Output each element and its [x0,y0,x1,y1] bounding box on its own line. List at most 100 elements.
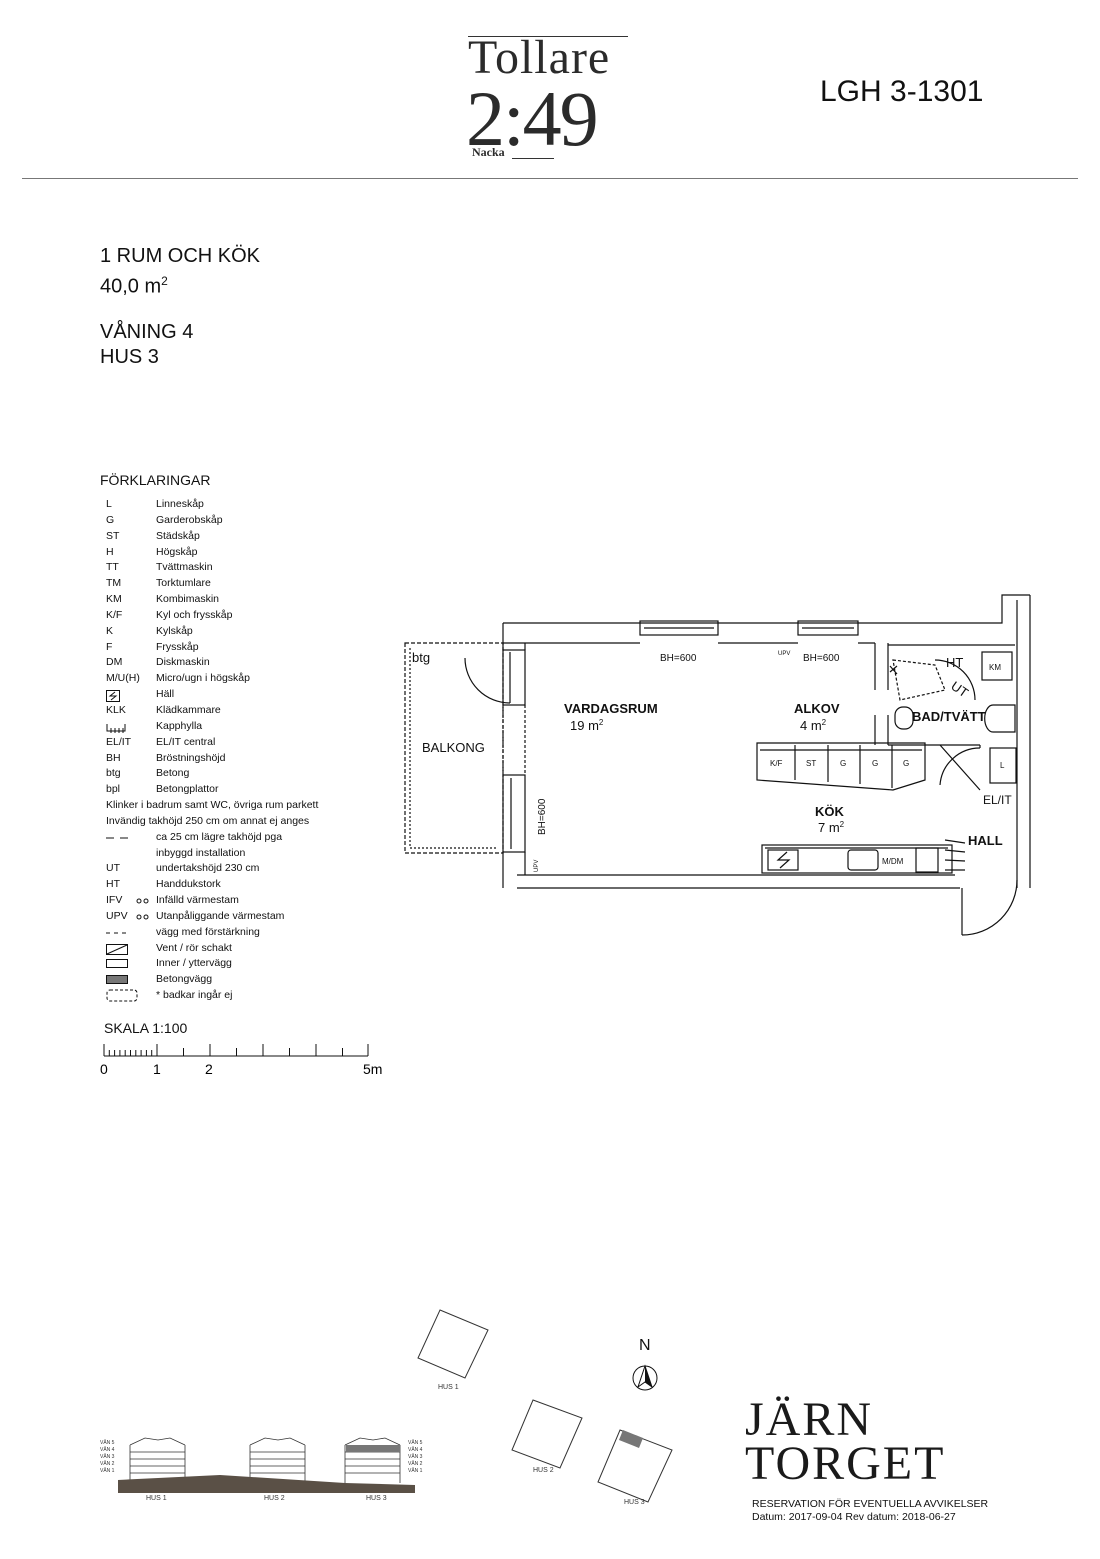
label-g-1: G [840,759,846,768]
brand-line-2: TORGET [745,1437,946,1490]
sink [847,849,879,871]
section-elevation [129,1437,401,1483]
legend-label: Högskåp [156,545,198,558]
floor-label: VÅN 5 [408,1439,423,1446]
legend-label: Vent / rör schakt [156,941,232,954]
logo-line-2: 2:49 [466,75,599,162]
label-upv-1: UPV [778,651,790,657]
brand-line-1: JÄRN [745,1393,874,1446]
legend-label: Garderobskåp [156,513,223,526]
legend-label: Linneskåp [156,498,204,510]
logo-line-1: Tollare [468,31,611,84]
legend-key: K/F [106,608,123,621]
legend-label: vägg med förstärkning [156,925,260,938]
legend-label: Utanpåliggande värmestam [156,909,285,922]
room-balcony: BALKONG [422,740,485,755]
legend-key: TM [106,577,122,590]
washbasin [984,704,1016,733]
label-km: KM [989,663,1001,672]
section-label-hus-2: HUS 2 [264,1495,285,1502]
heat-riser-icon [136,898,149,904]
legend-label: ca 25 cm lägre takhöjd pga [156,830,283,843]
label-ut: UT [948,678,971,700]
legend-key: btg [106,767,121,780]
legend-key: bpl [106,783,121,796]
label-st: ST [806,759,816,768]
bathtub-icon [106,989,138,1002]
legend-key: L [106,498,112,510]
floor-label: VÅN 2 [408,1460,423,1467]
linen-cabinet [989,747,1017,784]
floor-label: VÅNING 4 [100,321,194,343]
entrance-door-swing [961,879,1018,936]
legend-label: * badkar ingår ej [156,989,233,1002]
balcony-door-frame [502,649,526,706]
legend-label: Klädkammare [156,703,221,716]
project-logo: Tollare 2:49 Nacka [466,30,638,165]
west-window [502,774,526,853]
legend-label: undertakshöjd 230 cm [156,862,260,875]
room-alcove-area: 4 m2 [800,718,827,733]
coat-rack-icon [106,723,126,733]
site-label-hus-2: HUS 2 [533,1467,554,1474]
north-arrow-fill [645,1366,652,1387]
legend-key: M/U(H) [106,672,140,685]
scale-ticks [103,1044,369,1056]
legend-key: H [106,545,114,558]
section-hus-2 [249,1437,306,1482]
inner-wall-icon [106,959,128,969]
scale-label-0: 0 [100,1061,108,1077]
legend-note-ceiling: Invändig takhöjd 250 cm om annat ej ange… [106,814,310,827]
heat-riser-icon [136,914,149,920]
balcony-outline [404,642,504,854]
legend-label: Torktumlare [156,577,211,590]
building-hus-1 [417,1309,489,1379]
vent-shaft-icon [106,943,128,955]
area-unit-sup: 2 [599,718,604,727]
bath-door-swing [939,744,981,791]
kitchen-counter [761,844,953,874]
legend-label: Betongplattor [156,783,219,796]
legend-key: F [106,640,113,653]
legend-label: Micro/ugn i högskåp [156,672,250,685]
west-wall-bottom [502,852,526,888]
area-unit-sup: 2 [822,718,827,727]
site-plan: HUS 1 HUS 2 HUS 3 VÅN 5 VÅN 4 VÅN 3 VÅN … [100,1309,673,1506]
terrain [118,1475,415,1493]
legend-label: inbyggd installation [156,846,246,859]
legend-key: HT [106,878,120,891]
legend-label: EL/IT central [156,735,216,748]
scale-label-1: 1 [153,1061,161,1077]
room-living: VARDAGSRUM [564,701,658,716]
kitchen-area-value: 7 m [818,820,840,835]
floor-label: VÅN 3 [100,1453,115,1460]
label-g-3: G [903,759,909,768]
hob-icon [106,690,120,703]
legend-key: G [106,513,115,526]
label-bh-2: BH=600 [803,653,840,664]
scale-title: SKALA 1:100 [104,1020,188,1036]
fridge-column [915,847,939,873]
legend-label: Inner / yttervägg [156,957,232,970]
label-bh-3: BH=600 [537,798,548,835]
legend-label: Infälld värmestam [156,894,239,907]
legend-label: Frysskåp [156,640,199,653]
label-g-2: G [872,759,878,768]
room-kitchen-area: 7 m2 [818,820,845,835]
concrete-wall-icon [106,975,128,985]
header-divider [22,178,1078,179]
legend-key: KM [106,593,122,606]
legend-key: UT [106,862,120,875]
floor-plan: btg BALKONG BH=600 BH=600 UPV BH=600 UPV… [404,594,1031,936]
legend-key: EL/IT [106,735,132,748]
south-wall [517,874,960,889]
scale-bar: 0 1 2 5m [100,1044,382,1077]
logo-rule-top [468,36,628,37]
room-hall: HALL [968,833,1003,848]
legend-note-floor: Klinker i badrum samt WC, övriga rum par… [106,799,319,812]
legend-label: Handdukstork [156,878,221,891]
living-area-value: 19 m [570,718,599,733]
hob [767,849,799,871]
hob-symbol [776,851,791,869]
reservation-note: RESERVATION FÖR EVENTUELLA AVVIKELSER [752,1498,989,1510]
